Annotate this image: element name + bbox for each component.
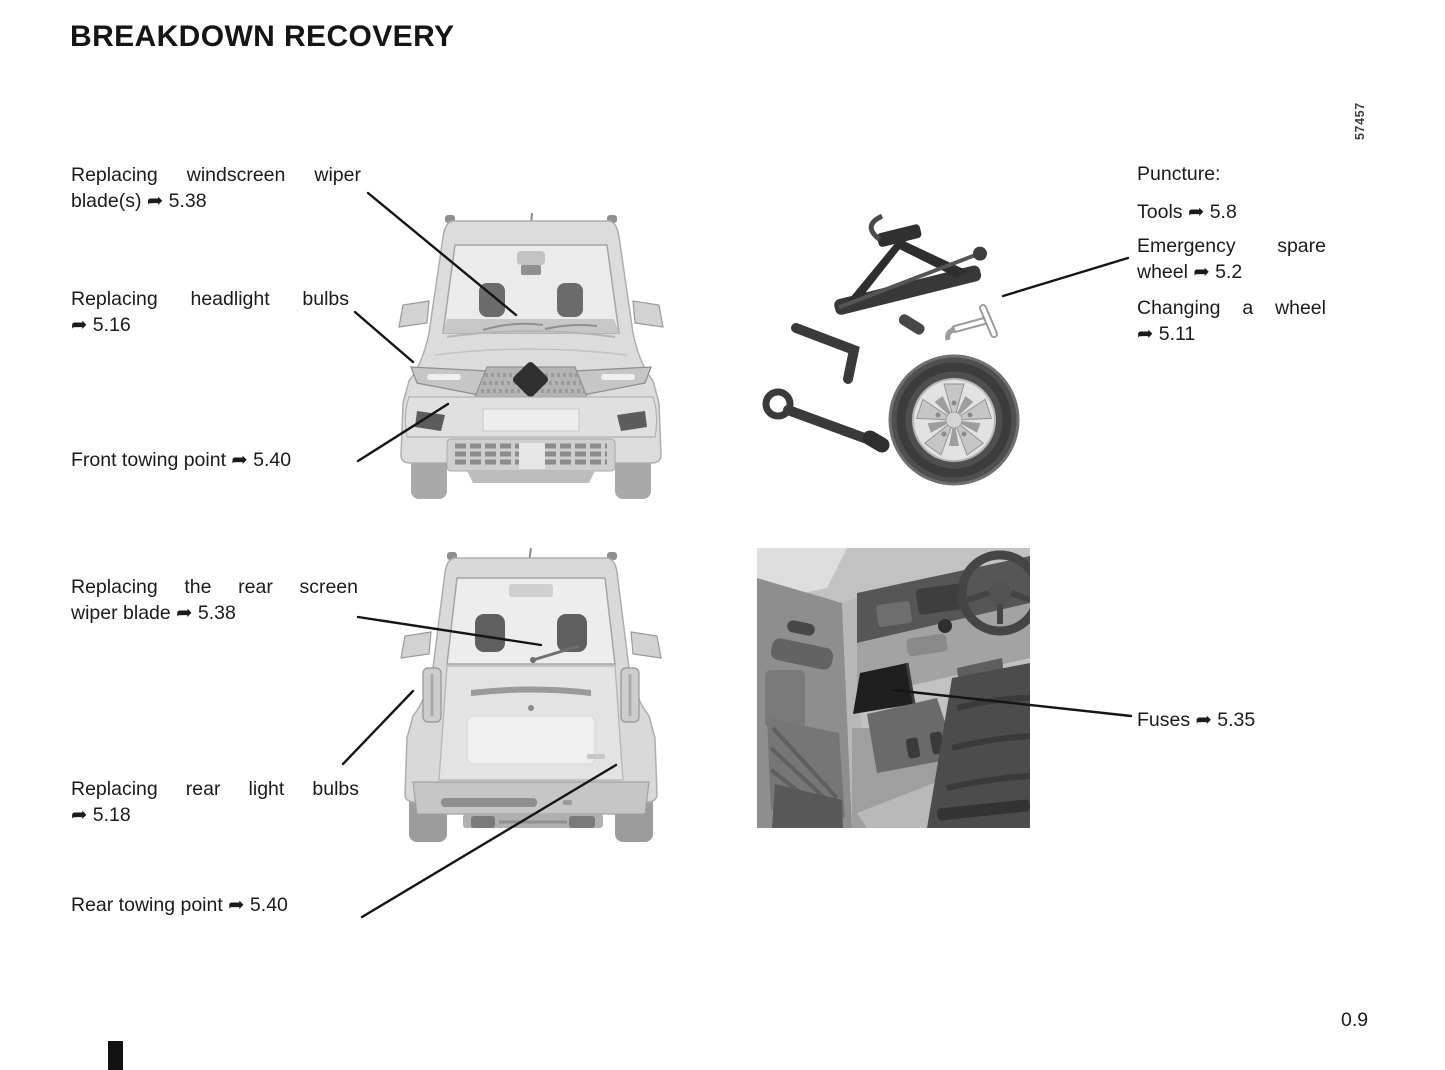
page-title: BREAKDOWN RECOVERY <box>70 20 455 53</box>
callout-emergency-spare-wheel: Emergency spare wheel ➦ 5.2 <box>1137 233 1326 285</box>
tools-svg <box>762 213 1020 486</box>
front-view-vehicle-illustration <box>383 205 703 505</box>
callout-tools: Tools ➦ 5.8 <box>1137 201 1237 223</box>
tools-spare-wheel-illustration <box>752 198 1052 498</box>
steering-wheel <box>957 550 1030 636</box>
callout-line: ➦ 5.11 <box>1137 323 1196 345</box>
callout-line: Emergency spare <box>1137 235 1326 257</box>
interior-fusebox-photo <box>757 548 1030 828</box>
rear-window <box>446 577 616 665</box>
callout-line: wiper blade ➦ 5.38 <box>71 602 236 624</box>
windscreen-wiper-blade <box>482 322 544 331</box>
towing-hook <box>762 388 890 453</box>
callout-line: Replacing windscreen wiper <box>71 164 361 186</box>
front-windscreen <box>442 244 620 334</box>
callout-line: Replacing the rear screen <box>71 576 358 598</box>
wheel-brace-wrench <box>791 323 860 384</box>
callout-rear-light-bulbs: Replacing rear light bulbs ➦ 5.18 <box>71 776 359 828</box>
brand-badge-icon <box>513 362 548 397</box>
callout-line: ➦ 5.16 <box>71 314 131 336</box>
callout-line: wheel ➦ 5.2 <box>1137 261 1243 283</box>
rear-view-svg <box>400 548 662 842</box>
rear-wiper-blade <box>532 644 580 662</box>
open-door-panel <box>757 578 852 828</box>
callout-front-towing-point: Front towing point ➦ 5.40 <box>71 449 292 471</box>
emergency-spare-wheel-figure <box>888 354 1020 486</box>
callout-line: blade(s) ➦ 5.38 <box>71 190 207 212</box>
callout-windscreen-wiper: Replacing windscreen wiper blade(s) ➦ 5.… <box>71 162 361 214</box>
t-handle-tool <box>945 304 998 341</box>
image-reference-number: 57457 <box>1353 102 1367 140</box>
front-view-svg <box>398 212 664 499</box>
page-number: 0.9 <box>1341 1009 1369 1031</box>
scissor-jack <box>834 213 987 315</box>
front-bonnet <box>434 330 628 356</box>
rear-tailgate <box>438 665 624 781</box>
interior-svg <box>757 548 1030 828</box>
callout-changing-a-wheel: Changing a wheel ➦ 5.11 <box>1137 295 1326 347</box>
callout-puncture-heading: Puncture: <box>1137 163 1221 185</box>
callout-headlight-bulbs: Replacing headlight bulbs ➦ 5.16 <box>71 286 349 338</box>
rear-view-vehicle-illustration <box>383 548 703 848</box>
callout-fuses: Fuses ➦ 5.35 <box>1137 709 1256 731</box>
callout-line: Changing a wheel <box>1137 297 1326 319</box>
front-towing-point-area <box>467 471 595 483</box>
section-tab-marker <box>108 1041 123 1070</box>
callout-line: Replacing headlight bulbs <box>71 288 349 310</box>
rear-lights <box>422 667 640 723</box>
callout-line: Replacing rear light bulbs <box>71 778 359 800</box>
callout-line: ➦ 5.18 <box>71 804 131 826</box>
adapter-bit <box>898 314 925 335</box>
callout-rear-towing-point: Rear towing point ➦ 5.40 <box>71 894 288 916</box>
callout-rear-screen-wiper: Replacing the rear screen wiper blade ➦ … <box>71 574 358 626</box>
rear-bumper <box>412 781 650 828</box>
